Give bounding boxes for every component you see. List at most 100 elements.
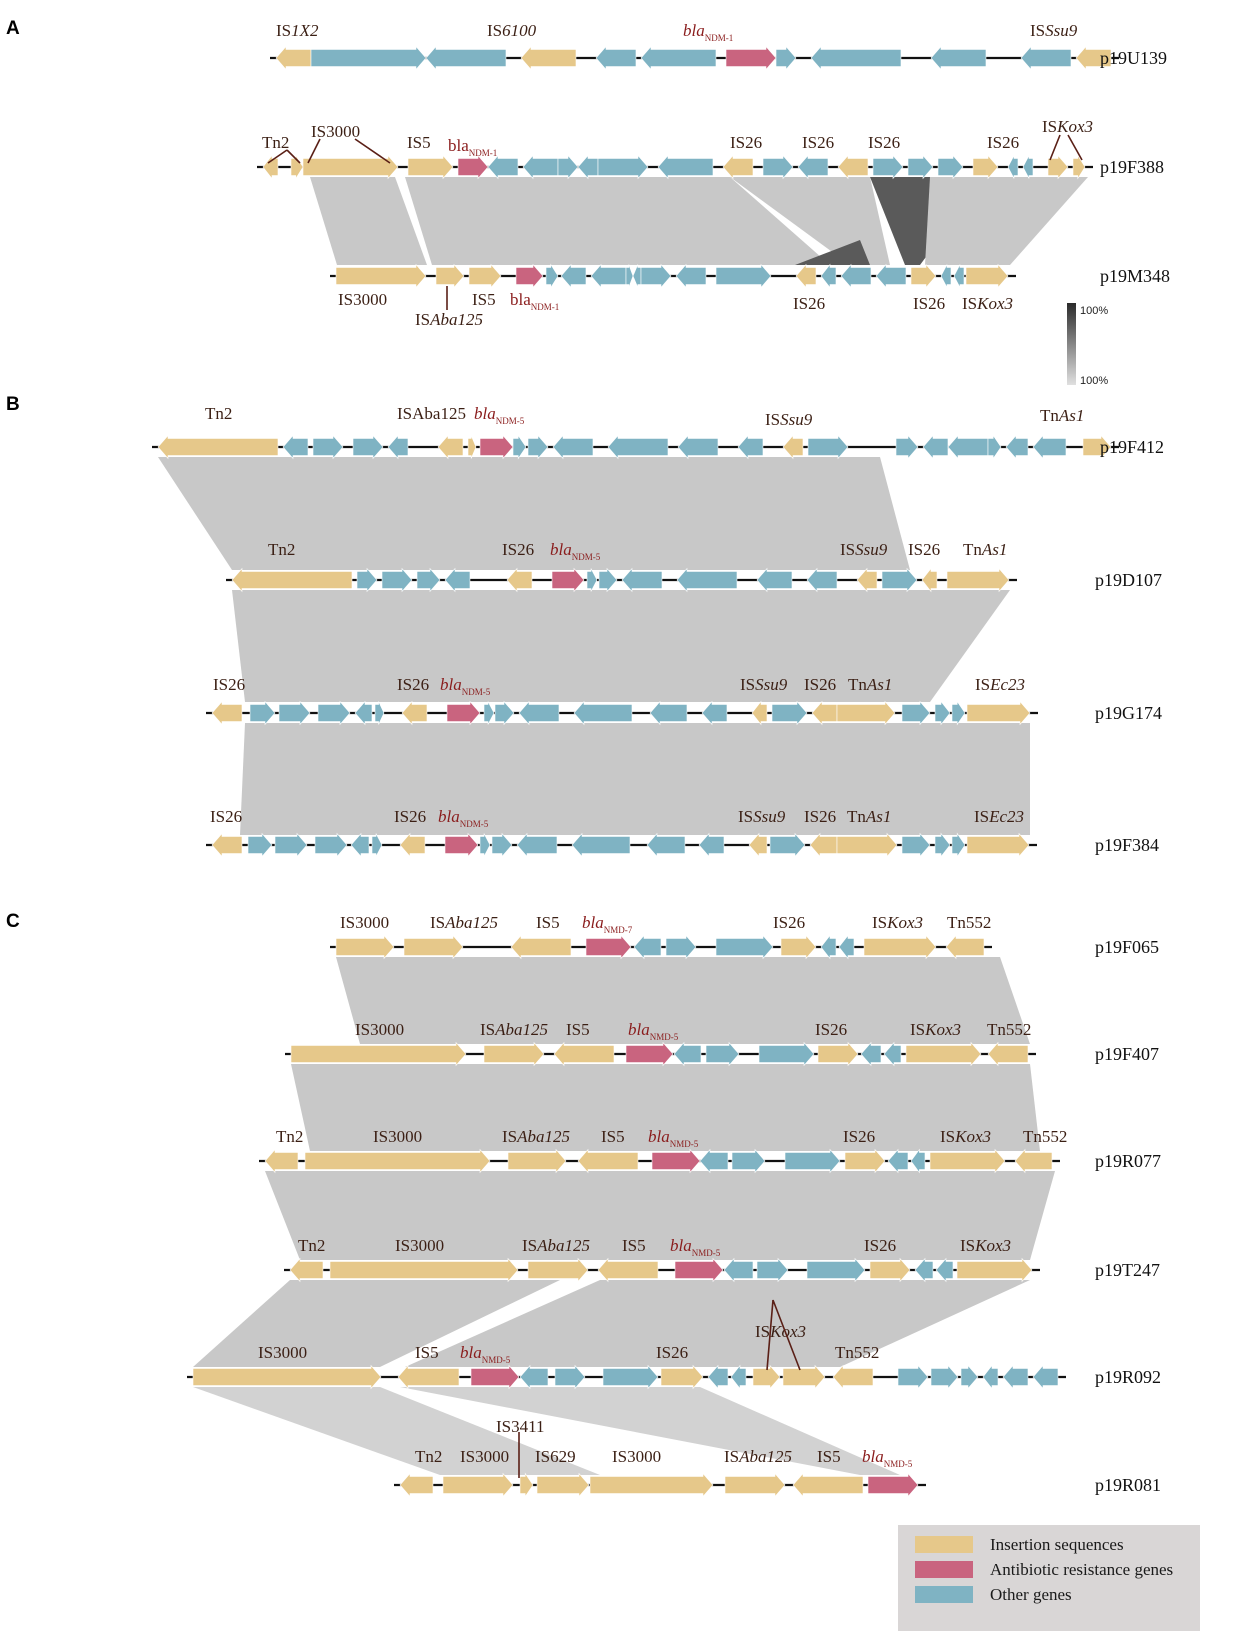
label-leader-line bbox=[286, 149, 301, 164]
gene-arrow bbox=[756, 567, 793, 593]
gene-arrow bbox=[425, 45, 507, 71]
gene-label: ISAba125 bbox=[502, 1127, 570, 1146]
gene-arrow bbox=[784, 1148, 841, 1174]
resistance-gene-arrow bbox=[479, 434, 514, 460]
gene-label: Tn2 bbox=[205, 404, 232, 423]
insertion-sequence-arrow bbox=[817, 1041, 859, 1067]
insertion-sequence-arrow bbox=[1014, 1148, 1053, 1174]
insertion-sequence-arrow bbox=[483, 1041, 545, 1067]
gene-label: blaNDM-5 bbox=[438, 807, 489, 829]
insertion-sequence-arrow bbox=[856, 567, 878, 593]
plasmid-name-label: p19F412 bbox=[1100, 437, 1164, 457]
plasmid-track-p19F065 bbox=[330, 934, 992, 960]
gene-arrow bbox=[953, 264, 965, 288]
gene-label: IS26 bbox=[397, 675, 429, 694]
insertion-sequence-arrow bbox=[507, 1148, 567, 1174]
homology-link bbox=[310, 177, 427, 265]
insertion-sequence-arrow bbox=[399, 832, 426, 858]
insertion-sequence-arrow bbox=[437, 434, 464, 460]
insertion-sequence-arrow bbox=[929, 1148, 1006, 1174]
gene-label: TnAs1 bbox=[848, 675, 892, 694]
gene-arrow bbox=[895, 434, 919, 460]
legend-label-resistance: Antibiotic resistance genes bbox=[990, 1560, 1173, 1579]
homology-link bbox=[405, 1280, 1030, 1367]
gene-arrow bbox=[310, 45, 427, 71]
plasmid-name-label: p19G174 bbox=[1095, 703, 1162, 723]
scale-gradient bbox=[1067, 303, 1076, 385]
gene-arrow bbox=[930, 1364, 959, 1390]
gene-label: Tn2 bbox=[298, 1236, 325, 1255]
gene-arrow bbox=[960, 1364, 979, 1390]
gene-arrow bbox=[723, 1257, 754, 1283]
gene-arrow bbox=[516, 832, 558, 858]
homology-link bbox=[240, 723, 1030, 835]
gene-arrow bbox=[633, 934, 662, 960]
insertion-sequence-arrow bbox=[264, 1148, 299, 1174]
gene-arrow bbox=[640, 263, 672, 289]
resistance-gene-arrow bbox=[515, 263, 544, 289]
gene-label: ISAba125 bbox=[397, 404, 466, 423]
gene-arrow bbox=[554, 1364, 586, 1390]
gene-arrow bbox=[673, 1041, 702, 1067]
plasmid-name-label: p19U139 bbox=[1100, 48, 1167, 68]
insertion-sequence-arrow bbox=[792, 1472, 864, 1498]
insertion-sequence-arrow bbox=[782, 434, 804, 460]
gene-arrow bbox=[897, 1364, 929, 1390]
label-leader-line bbox=[267, 149, 288, 164]
gene-arrow bbox=[769, 832, 806, 858]
insertion-sequence-arrow bbox=[837, 154, 869, 180]
gene-arrow bbox=[872, 154, 904, 180]
gene-arrow bbox=[317, 700, 351, 726]
gene-arrow bbox=[512, 434, 527, 460]
gene-arrow bbox=[951, 700, 966, 726]
gene-arrow bbox=[374, 701, 385, 725]
insertion-sequence-arrow bbox=[869, 1257, 911, 1283]
legend: Insertion sequences Antibiotic resistanc… bbox=[898, 1525, 1200, 1631]
insertion-sequence-arrow bbox=[795, 263, 817, 289]
insertion-sequence-arrow bbox=[1072, 154, 1086, 180]
homology-link bbox=[291, 1064, 1040, 1151]
gene-arrow bbox=[371, 833, 383, 857]
homology-link bbox=[232, 590, 1010, 702]
gene-arrow bbox=[940, 264, 952, 288]
gene-label: ISSsu9 bbox=[1030, 21, 1078, 40]
gene-arrow bbox=[762, 154, 794, 180]
insertion-sequence-arrow bbox=[231, 567, 353, 593]
insertion-sequence-arrow bbox=[157, 434, 279, 460]
gene-arrow bbox=[560, 263, 587, 289]
homology-link bbox=[405, 177, 830, 265]
gene-label: IS26 bbox=[868, 133, 900, 152]
gene-label: IS26 bbox=[210, 807, 242, 826]
gene-arrow bbox=[274, 832, 308, 858]
label-leader-line bbox=[1049, 134, 1061, 161]
gene-arrow bbox=[312, 434, 344, 460]
gene-label: ISEc23 bbox=[975, 675, 1025, 694]
insertion-sequence-arrow bbox=[397, 1364, 460, 1390]
gene-arrow bbox=[247, 832, 273, 858]
gene-label: IS5 bbox=[566, 1020, 590, 1039]
insertion-sequence-arrow bbox=[660, 1364, 704, 1390]
homology-links bbox=[158, 177, 1088, 1475]
homology-link bbox=[400, 1387, 900, 1475]
gene-arrow bbox=[737, 434, 764, 460]
gene-label: Tn2 bbox=[415, 1447, 442, 1466]
insertion-sequence-arrow bbox=[401, 700, 428, 726]
gene-label: ISSsu9 bbox=[738, 807, 786, 826]
gene-label: ISAba125 bbox=[724, 1447, 792, 1466]
gene-arrow bbox=[807, 434, 849, 460]
insertion-sequence-arrow bbox=[577, 1148, 639, 1174]
insertion-sequence-arrow bbox=[329, 1257, 519, 1283]
gene-label: IS26 bbox=[908, 540, 940, 559]
gene-arrow bbox=[947, 434, 989, 460]
plasmid-name-label: p19F388 bbox=[1100, 157, 1164, 177]
gene-arrow bbox=[387, 434, 409, 460]
insertion-sequence-arrow bbox=[946, 567, 1010, 593]
gene-arrow bbox=[602, 1364, 659, 1390]
gene-arrow bbox=[987, 434, 1002, 460]
gene-label: IS5 bbox=[472, 290, 496, 309]
panel-letter-a: A bbox=[6, 18, 20, 39]
resistance-gene-arrow bbox=[867, 1472, 919, 1498]
label-leader-line bbox=[354, 138, 391, 164]
insertion-sequence-arrow bbox=[748, 832, 768, 858]
gene-label: ISKox3 bbox=[962, 294, 1013, 313]
